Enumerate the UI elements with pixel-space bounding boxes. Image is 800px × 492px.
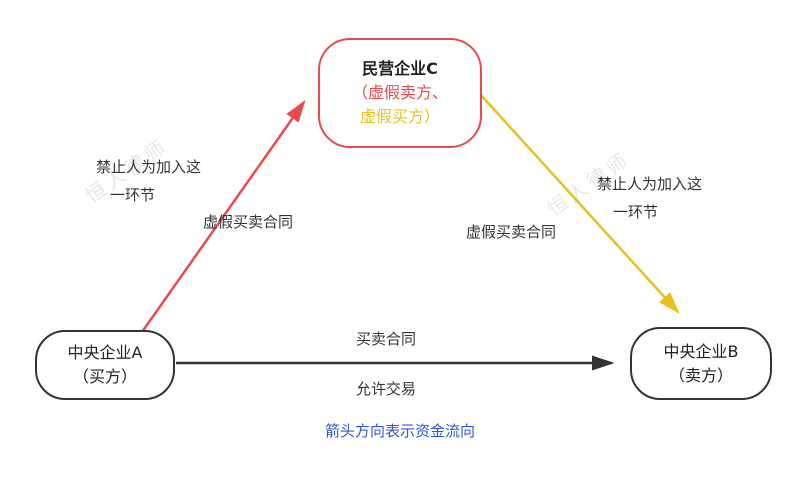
node-a-title: 中央企业A <box>67 343 143 362</box>
diagram-caption: 箭头方向表示资金流向 <box>324 422 475 440</box>
node-c-fake-buyer-label: 虚假买方） <box>359 107 440 126</box>
label-ban-left-line1: 禁止人为加入这 <box>96 158 202 176</box>
node-c-title: 民营企业C <box>362 59 438 78</box>
label-sales-contract: 买卖合同 <box>356 330 417 348</box>
label-fake-contract-right: 虚假买卖合同 <box>466 223 557 241</box>
label-fake-contract-left: 虚假买卖合同 <box>203 213 294 231</box>
node-central-company-a: 中央企业A （买方） <box>35 330 175 400</box>
arrow-c-to-b <box>479 93 680 314</box>
node-private-company-c: 民营企业C （虚假卖方、 虚假买方） <box>318 38 482 148</box>
node-b-title: 中央企业B <box>663 341 739 361</box>
node-a-role: （买方） <box>72 367 137 386</box>
node-c-fake-seller-label: （虚假卖方、 <box>351 83 448 102</box>
node-central-company-b: 中央企业B （卖方） <box>630 327 772 400</box>
arrow-a-to-c <box>140 99 306 333</box>
label-ban-left-line2: 一环节 <box>110 186 156 204</box>
label-allowed-trade: 允许交易 <box>356 380 417 398</box>
label-ban-right-line2: 一环节 <box>613 203 659 221</box>
label-ban-right-line1: 禁止人为加入这 <box>597 175 703 193</box>
node-b-role: （卖方） <box>668 365 733 385</box>
